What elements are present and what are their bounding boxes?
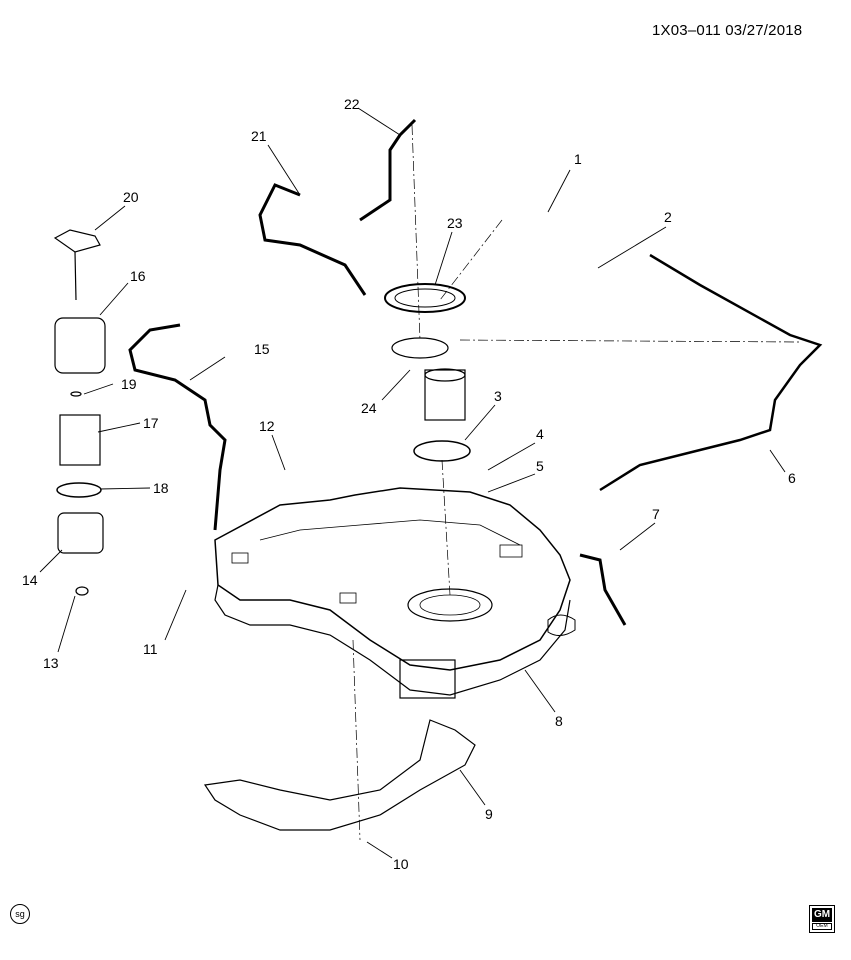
callout-19: 19 (121, 376, 137, 392)
fuel-line-7 (579, 553, 627, 626)
callout-16: 16 (130, 268, 146, 284)
callout-3: 3 (494, 388, 502, 404)
callout-20: 20 (123, 189, 139, 205)
callout-22: 22 (344, 96, 360, 112)
sg-mark: sg (10, 904, 30, 924)
callout-17: 17 (143, 415, 159, 431)
gm-logo-sub: OEM (812, 923, 832, 930)
callout-6: 6 (788, 470, 796, 486)
callout-24: 24 (361, 400, 377, 416)
fuel-line-15 (128, 323, 227, 531)
gm-logo-text: GM (812, 908, 832, 922)
callout-11: 11 (143, 641, 158, 657)
callout-21: 21 (251, 128, 267, 144)
pump-seal (413, 440, 471, 462)
gm-logo-icon: GM OEM (809, 905, 835, 933)
callout-10: 10 (393, 856, 409, 872)
fuel-tank (214, 487, 576, 699)
harness-6 (599, 253, 823, 492)
callout-1: 1 (574, 151, 582, 167)
callout-4: 4 (536, 426, 544, 442)
tank-shield (203, 719, 476, 831)
callout-5: 5 (536, 458, 544, 474)
fuel-line-21 (258, 183, 367, 296)
fuel-pump-module (391, 337, 466, 421)
callout-15: 15 (254, 341, 270, 357)
callout-7: 7 (652, 506, 660, 522)
callout-8: 8 (555, 713, 563, 729)
callout-13: 13 (43, 655, 59, 671)
fuel-filter-assembly (53, 229, 106, 596)
lock-ring (384, 283, 466, 313)
callout-12: 12 (259, 418, 275, 434)
callout-2: 2 (664, 209, 672, 225)
diagram-reference-code: 1X03–011 03/27/2018 (652, 22, 803, 39)
callout-14: 14 (22, 572, 38, 588)
callout-23: 23 (447, 215, 463, 231)
callout-18: 18 (153, 480, 169, 496)
callout-9: 9 (485, 806, 493, 822)
fuel-line-22 (359, 118, 417, 222)
